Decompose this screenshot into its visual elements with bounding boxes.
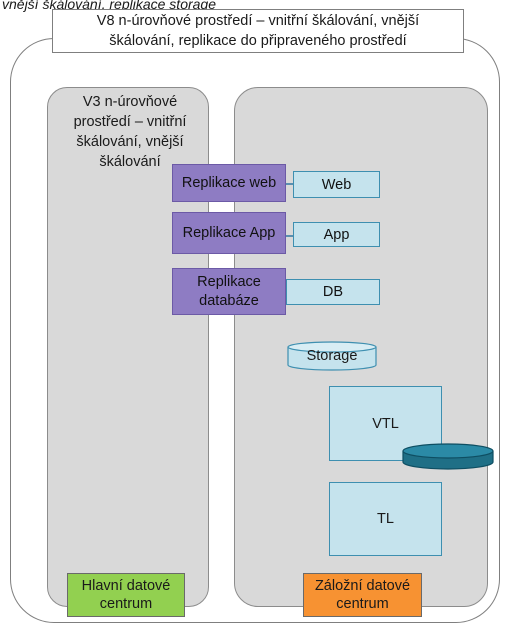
vtl-label: VTL [372,415,399,432]
web-node: Web [293,171,380,198]
tl-box: TL [329,482,442,556]
app-node-label: App [323,226,350,243]
replication-db-label-line-1: Replikace [197,273,261,290]
backup-datacenter-label: Záložní datové centrum [303,573,422,617]
app-connector [285,235,293,237]
main-datacenter-label: Hlavní datové centrum [67,573,185,617]
main-datacenter-label-line-1: Hlavní datové [81,578,171,594]
environment-title: V8 n-úrovňové prostředí – vnitřní škálov… [52,9,464,53]
replication-db-box: Replikace databáze [172,268,286,315]
main-description-line-2: prostředí – vnitřní [73,114,187,130]
app-node: App [293,222,380,247]
web-connector [285,183,293,185]
tape-disk-icon [402,443,494,470]
environment-title-line-1: V8 n-úrovňové prostředí – vnitřní škálov… [96,13,420,29]
tl-label: TL [377,511,394,527]
main-description-line-3: škálování, vnější [76,134,184,150]
replication-app-label: Replikace App [182,224,276,241]
db-node: DB [286,279,380,305]
replication-web-box: Replikace web [172,164,286,202]
storage-label: Storage [306,348,358,364]
main-datacenter-label-line-2: centrum [99,596,153,612]
replication-app-box: Replikace App [172,212,286,254]
db-node-label: DB [322,284,344,300]
main-datacenter-description: V3 n-úrovňové prostředí – vnitřní škálov… [55,92,205,172]
backup-datacenter-label-line-2: centrum [336,596,389,612]
main-description-line-4: škálování [99,154,161,170]
environment-title-line-2: škálování, replikace do připraveného pro… [109,33,407,49]
web-node-label: Web [321,176,352,193]
backup-datacenter-label-line-1: Záložní datové [314,578,411,594]
replication-web-label: Replikace web [181,174,277,191]
replication-db-label-line-2: databáze [199,292,259,309]
storage-cylinder-icon [287,341,377,371]
main-description-line-1: V3 n-úrovňové [82,94,178,110]
